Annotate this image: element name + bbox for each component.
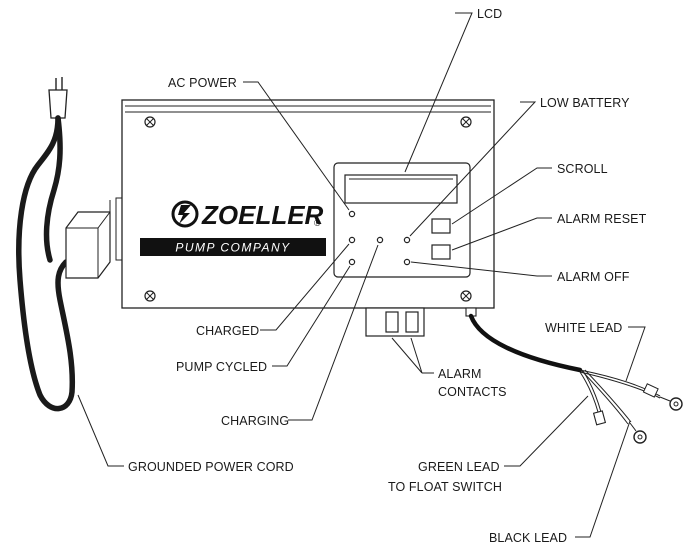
alarm-contacts-terminal [365,307,425,337]
ac-power-led [348,210,356,218]
alarm-off-led [403,258,411,266]
label-scroll: SCROLL [557,162,608,176]
lead-wires [465,307,683,444]
label-lcd: LCD [477,7,502,21]
label-green-lead-line1: GREEN LEAD [418,460,500,474]
label-alarm-reset: ALARM RESET [557,212,647,226]
lcd-display [344,174,458,204]
leader-lines [77,12,646,538]
pump-cycled-led [348,258,356,266]
label-low-battery: LOW BATTERY [540,96,630,110]
brand-name: ZOELLER [201,200,324,230]
screw-icon [460,116,472,128]
scroll-button[interactable] [431,218,451,234]
charging-led [376,236,384,244]
brand-logo: ZOELLER ® PUMP COMPANY [140,200,326,256]
brand-registered-mark: ® [314,218,321,228]
cord-cable-upper [43,115,63,263]
screw-icon [144,290,156,302]
low-battery-led [403,236,411,244]
label-grounded-power-cord: GROUNDED POWER CORD [128,460,294,474]
label-ac-power: AC POWER [168,76,237,90]
label-alarm-contacts-line1: ALARM [438,367,482,381]
plug-body [48,89,68,119]
label-charging: CHARGING [221,414,289,428]
label-charged: CHARGED [196,324,259,338]
label-white-lead: WHITE LEAD [545,321,622,335]
alarm-reset-button[interactable] [431,244,451,260]
label-black-lead: BLACK LEAD [489,531,567,545]
black-cable [468,313,583,373]
screw-icon [460,290,472,302]
screw-icon [144,116,156,128]
cord-cable [16,115,76,412]
power-cord [16,77,76,412]
label-alarm-contacts-line2: CONTACTS [438,385,507,399]
label-alarm-off: ALARM OFF [557,270,630,284]
brand-subtitle: PUMP COMPANY [175,241,290,255]
wall-bracket [65,197,123,279]
label-pump-cycled: PUMP CYCLED [176,360,267,374]
label-green-lead-line2: TO FLOAT SWITCH [388,480,502,494]
charged-led [348,236,356,244]
control-panel [333,162,471,278]
